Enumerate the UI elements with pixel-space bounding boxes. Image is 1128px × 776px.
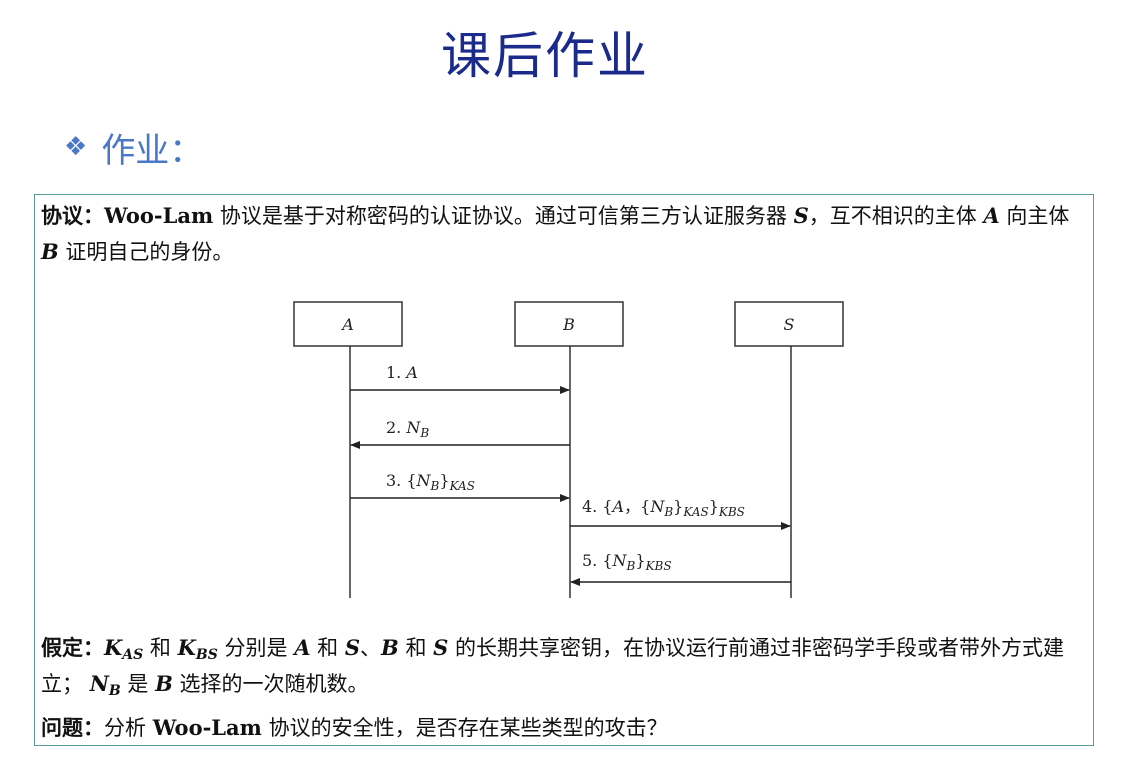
entity-label-s: S bbox=[784, 315, 795, 334]
message-label-4: 4. {A，{NB}KAS}KBS bbox=[582, 497, 745, 519]
intro-text-4: 证明自己的身份。 bbox=[58, 240, 234, 264]
key-kbs: KBS bbox=[177, 635, 218, 663]
intro-text-3: 向主体 bbox=[999, 204, 1070, 228]
entity-label-a: A bbox=[340, 315, 354, 334]
assumption-b: B bbox=[381, 635, 399, 660]
question-label: 问题： bbox=[41, 715, 104, 740]
assumption-text-1: 和 bbox=[143, 636, 178, 660]
assumption-a: A bbox=[294, 635, 311, 660]
entity-box-b bbox=[514, 301, 624, 347]
question-text-2: 协议的安全性，是否存在某些类型的攻击？ bbox=[261, 716, 668, 740]
assumption-text-3: 和 bbox=[310, 636, 345, 660]
key-kas: KAS bbox=[104, 635, 144, 663]
assumption-text-4: 、 bbox=[360, 636, 382, 660]
principal-a-symbol: A bbox=[983, 203, 1000, 228]
nonce-nb: NB bbox=[89, 671, 121, 699]
assumption-s: S bbox=[344, 635, 361, 660]
message-label-1: 1. A bbox=[386, 363, 418, 382]
section-heading-label: 作业： bbox=[101, 130, 204, 171]
entity-box-s bbox=[734, 301, 844, 347]
assumption-label: 假定： bbox=[41, 635, 104, 660]
message-label-5: 5. {NB}KBS bbox=[582, 551, 672, 573]
assumption-text-7: 是 bbox=[120, 672, 156, 696]
assumption-text-6: 的长期共享密钥，在协议运行前通过非密码学手段或者带外方式建立； bbox=[41, 636, 1064, 696]
principal-b-symbol: B bbox=[41, 239, 59, 264]
assignment-box bbox=[34, 194, 1094, 746]
assumption-text-8: 选择的一次随机数。 bbox=[172, 672, 369, 696]
intro-text-1: 协议是基于对称密码的认证协议。通过可信第三方认证服务器 bbox=[213, 204, 794, 228]
protocol-name: Woo-Lam bbox=[104, 203, 214, 228]
assumption-text-2: 分别是 bbox=[217, 636, 295, 660]
question-text-1: 分析 bbox=[104, 716, 153, 740]
intro-label: 协议： bbox=[41, 203, 104, 228]
entity-box-a bbox=[293, 301, 403, 347]
message-label-3: 3. {NB}KAS bbox=[386, 471, 475, 493]
intro-text-2: ，互不相识的主体 bbox=[808, 204, 984, 228]
assumption-text-5: 和 bbox=[398, 636, 434, 660]
question-paragraph: 问题：分析 Woo-Lam 协议的安全性，是否存在某些类型的攻击？ bbox=[41, 710, 1093, 746]
message-label-2: 2. NB bbox=[386, 418, 429, 440]
assumption-s-2: S bbox=[433, 635, 449, 660]
entity-label-b: B bbox=[562, 315, 575, 334]
server-symbol: S bbox=[793, 203, 809, 228]
four-diamond-bullet-icon: ❖ bbox=[64, 132, 88, 162]
question-protocol-name: Woo-Lam bbox=[152, 715, 262, 740]
protocol-intro-paragraph: 协议：Woo-Lam 协议是基于对称密码的认证协议。通过可信第三方认证服务器 S… bbox=[41, 198, 1093, 270]
assumption-b-2: B bbox=[155, 671, 173, 696]
assumption-paragraph: 假定：KAS 和 KBS 分别是 A 和 S、B 和 S 的长期共享密钥，在协议… bbox=[41, 630, 1093, 702]
slide-title: 课后作业 bbox=[441, 27, 649, 85]
section-heading: ❖ 作业： bbox=[64, 122, 203, 172]
